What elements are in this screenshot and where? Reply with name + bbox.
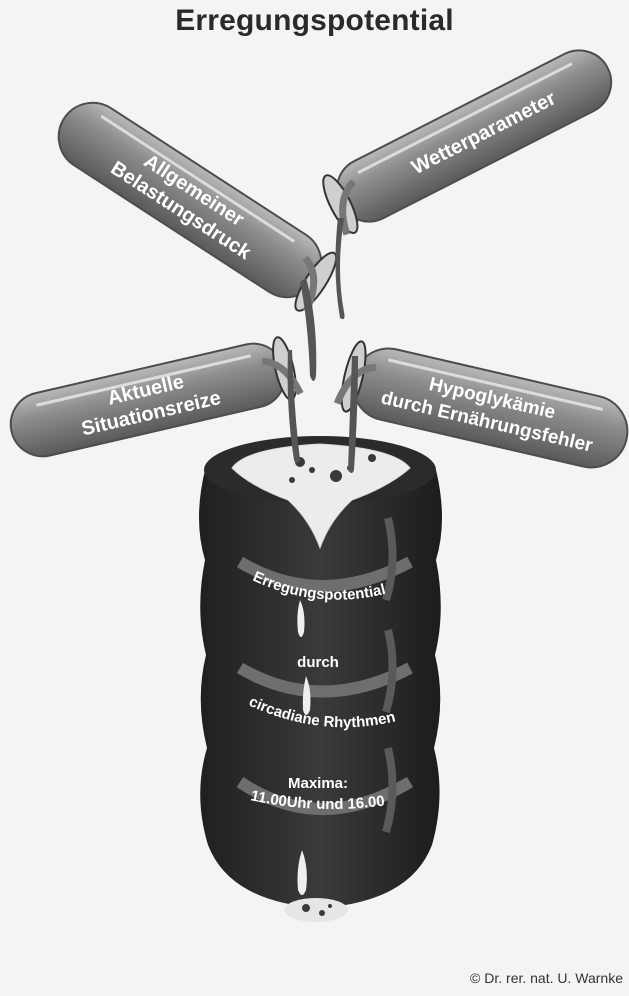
- barrel-label-2-upper: durch: [297, 654, 339, 671]
- barrel-label-3-upper: Maxima:: [288, 775, 348, 792]
- tube-top-left: Allgemeiner Belastungsdruck: [46, 90, 343, 316]
- barrel: [199, 436, 442, 922]
- copyright-notice: © Dr. rer. nat. U. Warnke: [470, 970, 623, 986]
- tube-top-right: Wetterparameter: [317, 39, 622, 237]
